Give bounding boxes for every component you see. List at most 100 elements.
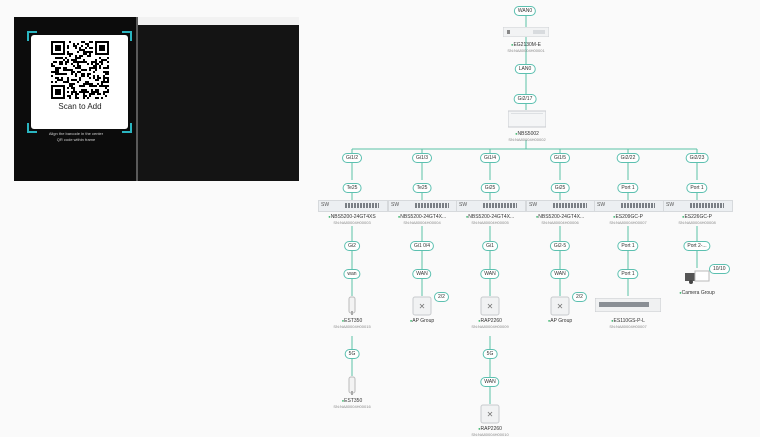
switch-uplink-port[interactable]: Gi2/22 xyxy=(616,153,640,163)
switch-ports xyxy=(345,203,379,208)
switch-type-tag: SW xyxy=(597,202,606,208)
device-name: EST350 xyxy=(333,318,370,324)
switch-downlink-port[interactable]: Gi25 xyxy=(550,183,570,193)
access-switch[interactable]: SW xyxy=(456,200,526,212)
device-port[interactable]: Gi2 xyxy=(344,241,360,251)
svg-text:✕: ✕ xyxy=(487,410,494,419)
switch-sn: SN:NA80004H00004 xyxy=(403,220,441,225)
device-sn: SN:NA80004H00009 xyxy=(471,324,509,329)
switch-uplink-port[interactable]: Gi1/4 xyxy=(480,153,500,163)
gateway-name: EG2130M-E xyxy=(507,42,544,48)
group-name: AP Group xyxy=(410,318,434,324)
switch-sn: SN:NA80004H00005 xyxy=(471,220,509,225)
switch-ports xyxy=(553,203,587,208)
scan-title: Scan to Add xyxy=(58,102,102,111)
switch-sn: SN:NA80004H00008 xyxy=(678,220,716,225)
qr-card: Scan to Add xyxy=(27,31,132,133)
svg-text:✕: ✕ xyxy=(419,302,426,311)
switch-downlink-port[interactable]: Te25 xyxy=(412,183,432,193)
device-port[interactable]: Port 1 xyxy=(617,269,639,279)
core-switch-sn: SN:NA80004H00002 xyxy=(508,137,546,142)
gateway-lan-port[interactable]: LAN0 xyxy=(514,64,536,74)
switch-downlink-port[interactable]: Gi25 xyxy=(480,183,500,193)
scan-hint-line1: Align the barcode in the center xyxy=(48,131,104,136)
switch-label: ES226GC-PSN:NA80004H00008 xyxy=(678,214,715,225)
gateway-label: EG2130M-E SN:NA80004H00001 xyxy=(507,42,544,53)
group-label: Camera Group xyxy=(679,290,715,296)
camera-divider xyxy=(136,17,138,181)
device-port[interactable]: WAN xyxy=(480,269,500,279)
ap-icon[interactable]: ✕ xyxy=(548,296,572,316)
device-port[interactable]: wan xyxy=(343,269,361,279)
device-label: ES110GS-P-LSN:NA80004H00007 xyxy=(609,318,646,329)
switch-downlink-port[interactable]: Port 1 xyxy=(617,183,639,193)
core-switch-label: NBS5002 SN:NA80004H00002 xyxy=(508,131,545,142)
switch-type-tag: SW xyxy=(459,202,468,208)
device-port[interactable]: WAN xyxy=(412,269,432,279)
switch-label: NBS5200-24GT4X...SN:NA80004H00004 xyxy=(398,214,446,225)
device-port[interactable]: WAN xyxy=(550,269,570,279)
group-count-badge[interactable]: 10/10 xyxy=(709,264,730,274)
access-switch[interactable]: SW xyxy=(663,200,733,212)
scan-hint: Align the barcode in the center QR code … xyxy=(20,131,132,143)
switch-type-tag: SW xyxy=(391,202,400,208)
access-switch[interactable]: SW xyxy=(388,200,458,212)
device-port[interactable]: Gi1 0/4 xyxy=(409,241,435,251)
switch-name: ES209GC-P xyxy=(609,214,646,220)
camera-preview xyxy=(138,17,299,181)
frame-corner-tl xyxy=(27,31,37,41)
switch-uplink-port[interactable]: Gi1/5 xyxy=(550,153,570,163)
device-sn: SN:NA80004H00007 xyxy=(609,324,647,329)
switch-downlink-port[interactable]: Te25 xyxy=(342,183,362,193)
group-count-badge[interactable]: 2/2 xyxy=(434,292,449,302)
device-port[interactable]: 5G xyxy=(344,349,360,359)
frame-corner-bl xyxy=(27,123,37,133)
qr-code-icon xyxy=(51,41,109,99)
frame-corner-tr xyxy=(122,31,132,41)
outdoor-bridge-icon[interactable] xyxy=(340,296,364,316)
device-port[interactable]: Gi1 xyxy=(482,241,498,251)
outdoor-bridge-icon[interactable] xyxy=(340,376,364,396)
scan-panel: Scan to Add Align the barcode in the cen… xyxy=(14,17,299,181)
ap-icon[interactable]: ✕ xyxy=(478,296,502,316)
switch-uplink-port[interactable]: Gi1/2 xyxy=(342,153,362,163)
gateway-wan-port[interactable]: WAN0 xyxy=(513,6,537,16)
camera-icon[interactable] xyxy=(683,270,711,286)
device-sn: SN:NA80004H00016 xyxy=(333,404,371,409)
group-count-badge[interactable]: 2/2 xyxy=(572,292,587,302)
group-label: AP Group xyxy=(548,318,572,324)
switch-label: NBS5200-24GT4X...SN:NA80004H00005 xyxy=(466,214,514,225)
switch-uplink-port[interactable]: Gi1/3 xyxy=(412,153,432,163)
access-switch[interactable]: SW xyxy=(526,200,596,212)
access-switch[interactable]: SW xyxy=(318,200,388,212)
switch-ports xyxy=(483,203,517,208)
device-port[interactable]: WAN xyxy=(480,377,500,387)
switch-sn: SN:NA80004H00003 xyxy=(333,220,371,225)
switch-icon[interactable] xyxy=(595,298,661,312)
device-port[interactable]: 5G xyxy=(482,349,498,359)
core-uplink-port[interactable]: Gi2/17 xyxy=(513,94,537,104)
switch-type-tag: SW xyxy=(666,202,675,208)
gateway-icon[interactable] xyxy=(503,27,549,37)
gateway-sn: SN:NA80004H00001 xyxy=(507,48,545,53)
ap-icon[interactable]: ✕ xyxy=(478,404,502,424)
device-port[interactable]: Gi2-5 xyxy=(549,241,571,251)
device-port[interactable]: Port 1 xyxy=(617,241,639,251)
group-label: AP Group xyxy=(410,318,434,324)
device-name: EST350 xyxy=(333,398,370,404)
switch-sn: SN:NA80004H00007 xyxy=(609,220,647,225)
svg-text:✕: ✕ xyxy=(557,302,564,311)
ap-icon[interactable]: ✕ xyxy=(410,296,434,316)
access-switch[interactable]: SW xyxy=(594,200,664,212)
switch-sn: SN:NA80004H00006 xyxy=(541,220,579,225)
device-sn: SN:NA80004H00015 xyxy=(333,324,371,329)
switch-downlink-port[interactable]: Port 1 xyxy=(686,183,708,193)
svg-text:✕: ✕ xyxy=(487,302,494,311)
switch-ports xyxy=(690,203,724,208)
device-port[interactable]: Port 2-... xyxy=(683,241,711,251)
switch-uplink-port[interactable]: Gi2/23 xyxy=(685,153,709,163)
core-switch-icon[interactable] xyxy=(508,109,546,129)
